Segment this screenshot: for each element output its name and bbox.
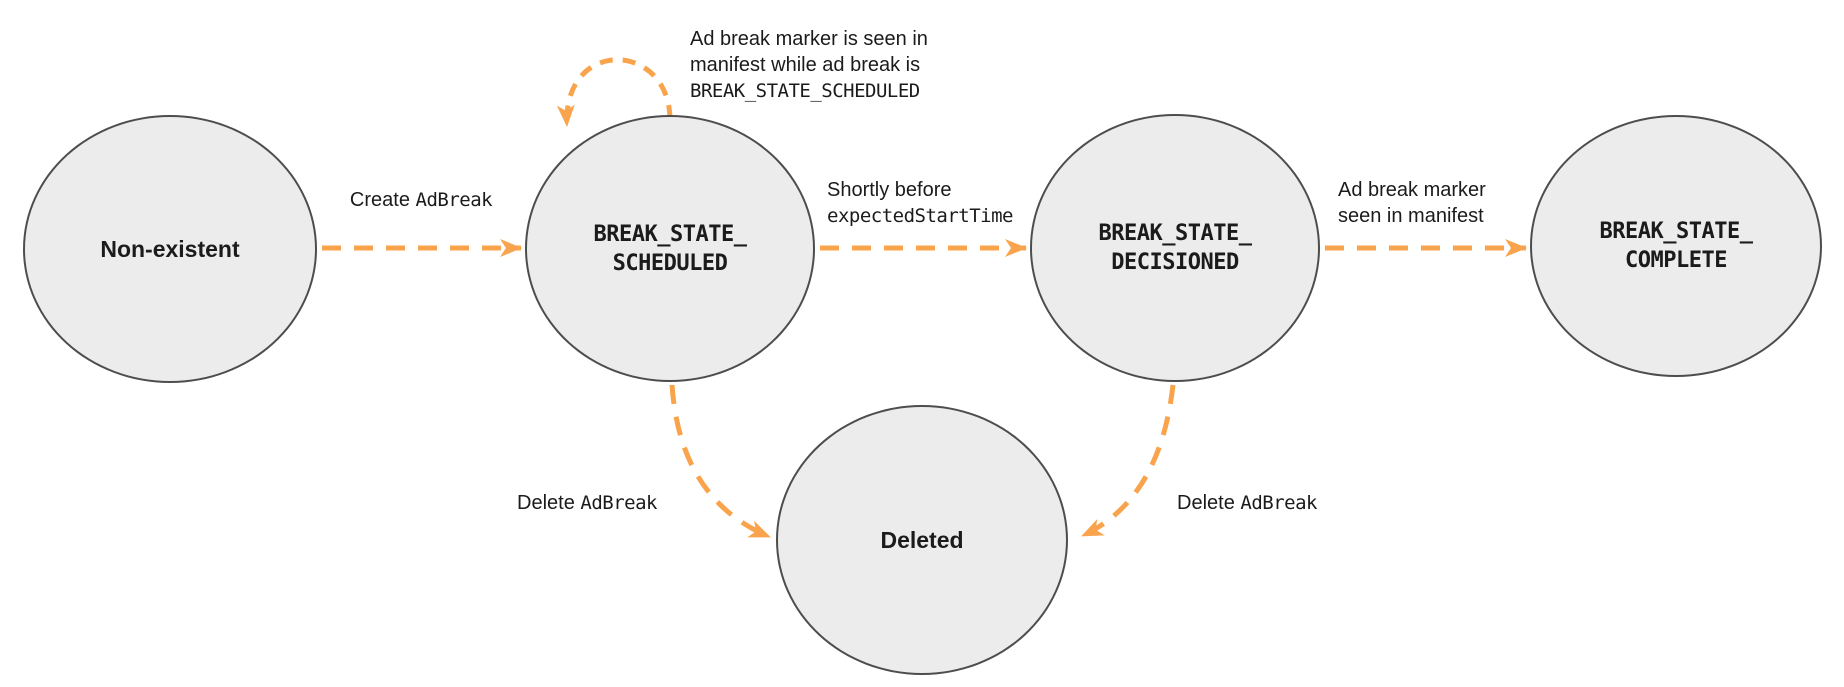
edge-label-delete-adbreak-right: Delete AdBreak [1177, 492, 1317, 514]
state-node-non-existent: Non-existent [23, 115, 317, 383]
state-label: Non-existent [100, 235, 240, 262]
edge-delete-decisioned-arrow [1080, 384, 1176, 539]
edge-label-shortly-before: Shortly before expectedStartTime [827, 179, 1013, 227]
edge-label-marker-seen: Ad break marker seen in manifest [1338, 179, 1486, 227]
state-node-break-state-decisioned: BREAK_STATE_ DECISIONED [1030, 114, 1320, 382]
edge-self-loop-arrow [556, 57, 673, 127]
edge-delete-scheduled-arrow [669, 384, 771, 540]
state-label: Deleted [880, 526, 964, 553]
state-node-deleted: Deleted [776, 405, 1068, 675]
state-label: BREAK_STATE_ DECISIONED [1098, 221, 1252, 275]
state-label: BREAK_STATE_ SCHEDULED [593, 221, 747, 276]
state-label: BREAK_STATE_ COMPLETE [1599, 219, 1753, 273]
state-node-break-state-scheduled: BREAK_STATE_ SCHEDULED [525, 115, 815, 382]
edge-label-delete-adbreak-left: Delete AdBreak [517, 492, 657, 514]
edge-label-self-loop: Ad break marker is seen in manifest whil… [690, 28, 928, 102]
edge-label-create-adbreak: Create AdBreak [349, 189, 493, 211]
state-node-break-state-complete: BREAK_STATE_ COMPLETE [1530, 115, 1822, 377]
